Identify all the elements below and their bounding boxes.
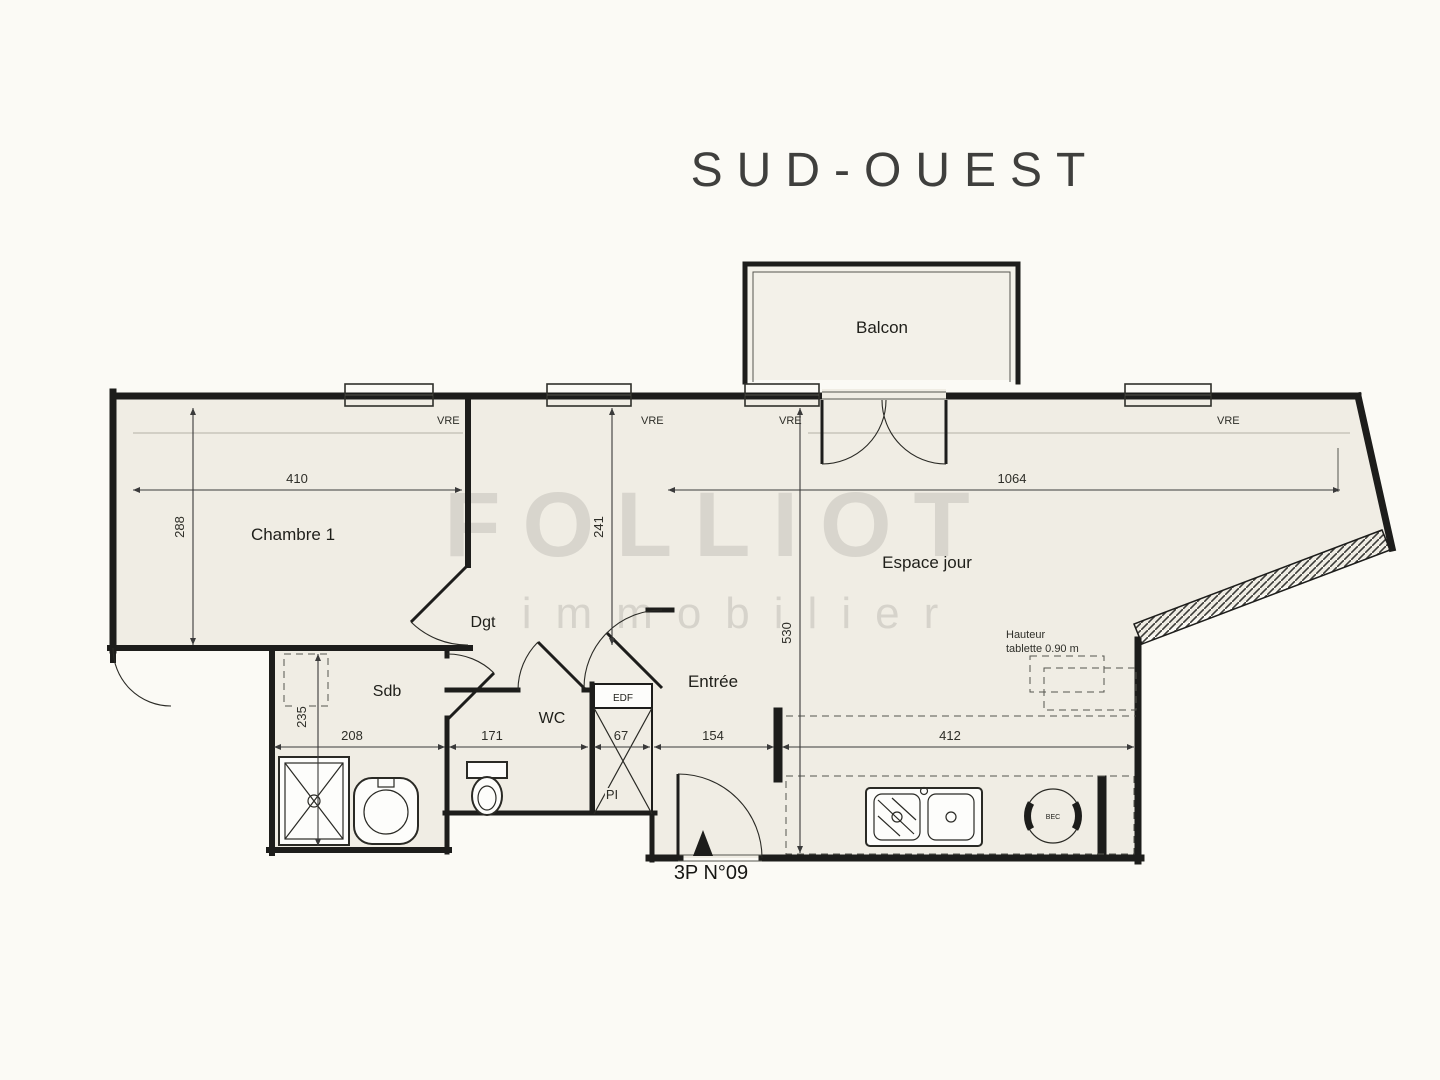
window-vre-2	[546, 383, 632, 407]
fixtures	[278, 653, 1137, 855]
window-label-vre-4: VRE	[1217, 415, 1240, 427]
bedroom-door	[409, 563, 470, 646]
shower-fixture	[278, 756, 350, 846]
balcony-outline	[742, 261, 1021, 385]
dim-sejour-width: 1064	[998, 471, 1027, 486]
tablette-note-line1: Hauteur	[1006, 629, 1045, 641]
window-vre-1	[344, 383, 434, 407]
room-label-wc: WC	[539, 710, 566, 727]
dim-middle-depth: 241	[591, 516, 606, 538]
dim-entree-width: 154	[702, 728, 724, 743]
room-label-dgt: Dgt	[471, 614, 496, 631]
toilet-fixture	[466, 761, 508, 816]
wc-door	[517, 640, 588, 692]
sink-fixture	[353, 777, 419, 845]
room-label-balcon: Balcon	[856, 318, 908, 337]
apartment-floor	[113, 396, 1392, 858]
room-label-espace-jour: Espace jour	[882, 553, 972, 572]
window-vre-3	[744, 383, 820, 407]
apartment-ref: 3P N°09	[674, 862, 748, 884]
dim-chambre-width: 410	[286, 471, 308, 486]
window-label-vre-3: VRE	[779, 415, 802, 427]
tablette-note-line2: tablette 0.90 m	[1006, 643, 1079, 655]
dimension-lines	[133, 408, 1340, 853]
window-label-vre-2: VRE	[641, 415, 664, 427]
balcony-door	[820, 389, 948, 465]
windows	[344, 383, 1212, 407]
window-vre-4	[1124, 383, 1212, 407]
kitchen-counter	[785, 715, 1136, 855]
page-title: SUD-OUEST	[691, 144, 1100, 197]
labels: SUD-OUEST Balcon Chambre 1 Dgt Sdb WC En…	[170, 144, 1240, 884]
edf-box	[593, 683, 653, 709]
corner-arc	[112, 647, 172, 707]
window-label-vre-1: VRE	[437, 415, 460, 427]
shelf-tablette	[1029, 655, 1137, 711]
bathroom-door	[445, 653, 496, 722]
dim-wc-width: 171	[481, 728, 503, 743]
pi-label: PI	[606, 787, 618, 802]
hatched-wall	[1133, 529, 1391, 645]
room-label-entree: Entrée	[688, 672, 738, 691]
pi-closet	[593, 707, 653, 815]
dim-cuisine-width: 412	[939, 728, 961, 743]
bec-label: BEC	[1046, 814, 1060, 821]
closets	[593, 683, 653, 815]
dim-sdb-depth: 235	[294, 706, 309, 728]
watermark-tagline: immobilier	[522, 589, 962, 638]
dim-sdb-width: 208	[341, 728, 363, 743]
doors	[409, 389, 948, 862]
entrance-arrow-icon	[693, 830, 713, 856]
dim-chambre-depth: 288	[172, 516, 187, 538]
walls	[107, 388, 1397, 865]
floor-areas	[113, 266, 1392, 858]
room-label-sdb: Sdb	[373, 683, 402, 700]
entrance-door	[676, 773, 763, 862]
hall-door	[583, 609, 664, 690]
room-label-chambre1: Chambre 1	[251, 525, 335, 544]
dim-sejour-depth: 530	[779, 622, 794, 644]
edf-label: EDF	[613, 693, 633, 704]
dim-placard-width: 67	[614, 728, 628, 743]
construction-lines	[133, 432, 1350, 492]
balcony-floor	[747, 266, 1016, 380]
water-heater-fixture	[1024, 788, 1082, 844]
